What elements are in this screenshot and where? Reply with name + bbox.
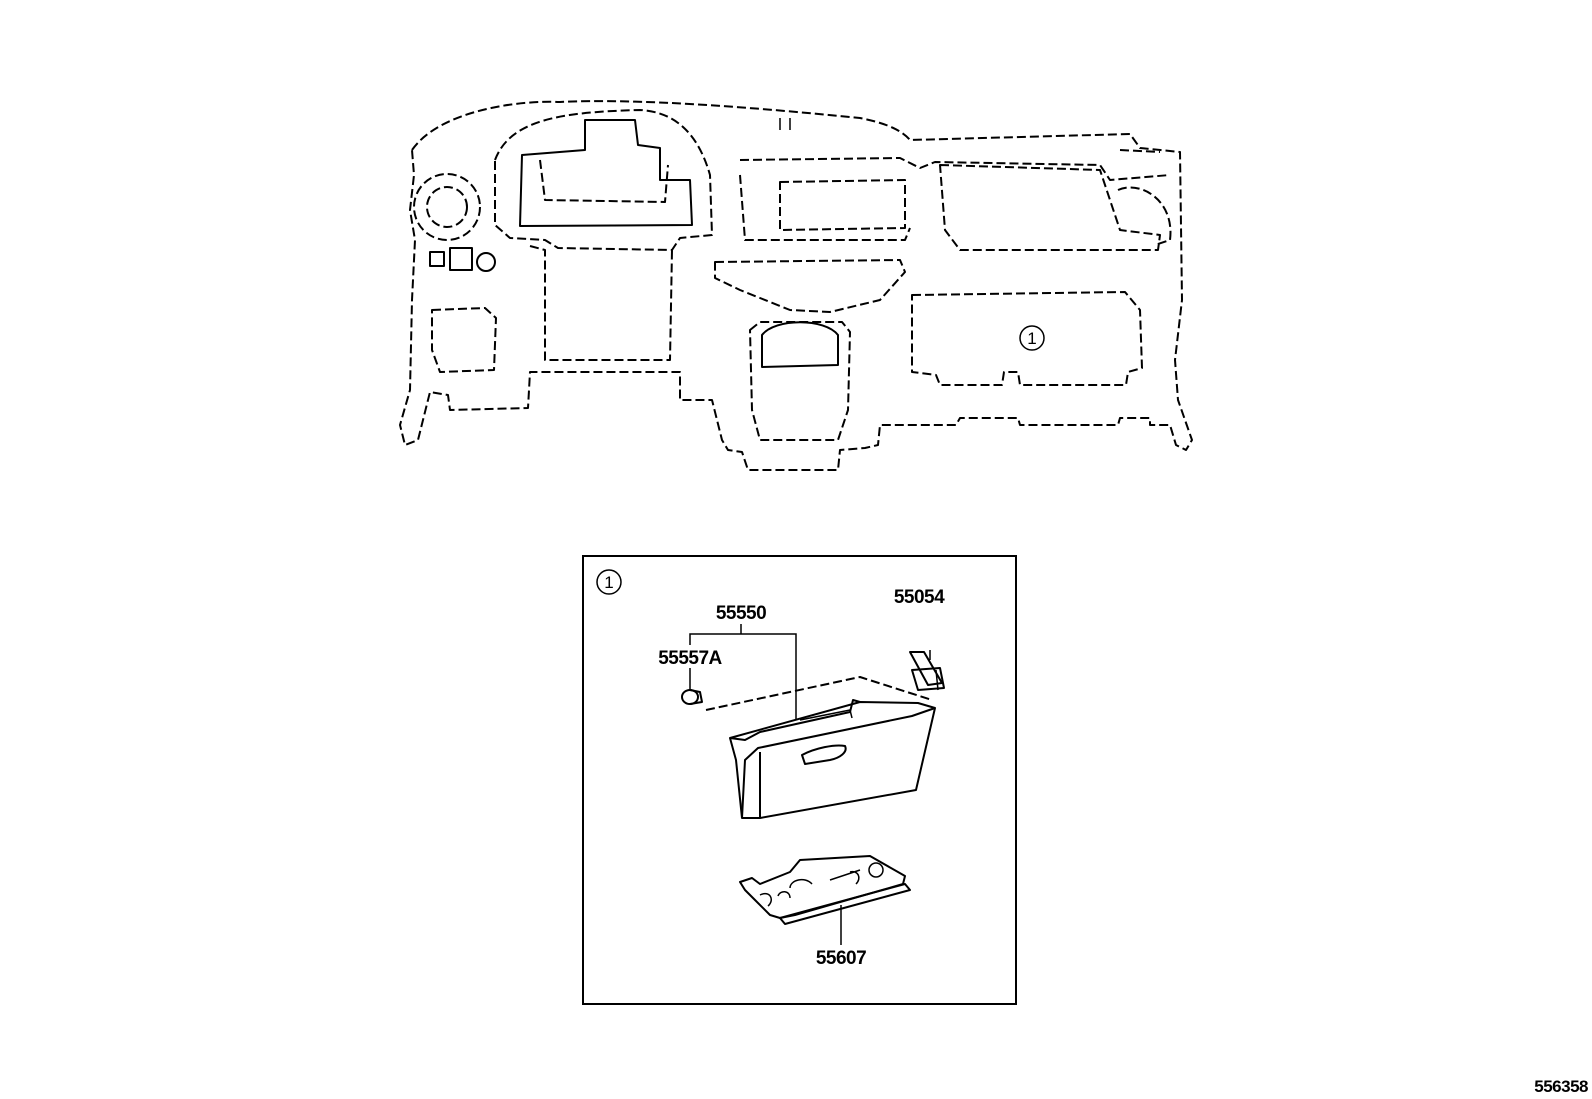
instrument-panel-outline: [399, 100, 1193, 471]
damper-part: [909, 650, 945, 691]
dashboard-callout-marker: 1: [1019, 325, 1045, 351]
glove-box-door: [705, 676, 936, 819]
leader-lines: [689, 624, 842, 945]
detail-box: [582, 555, 1017, 1005]
part-label-55550: 55550: [716, 603, 766, 624]
detail-box-callout-text: 1: [604, 573, 613, 592]
illustration-id: 556358: [1534, 1077, 1588, 1096]
bumper-part: [681, 689, 703, 705]
part-label-55607: 55607: [816, 948, 866, 969]
lower-cover-part: [739, 855, 911, 925]
part-label-55557a: 55557A: [658, 648, 722, 669]
part-label-55054: 55054: [894, 587, 945, 608]
detail-box-callout-marker: 1: [596, 569, 622, 595]
dashboard-callout-text: 1: [1027, 329, 1036, 348]
